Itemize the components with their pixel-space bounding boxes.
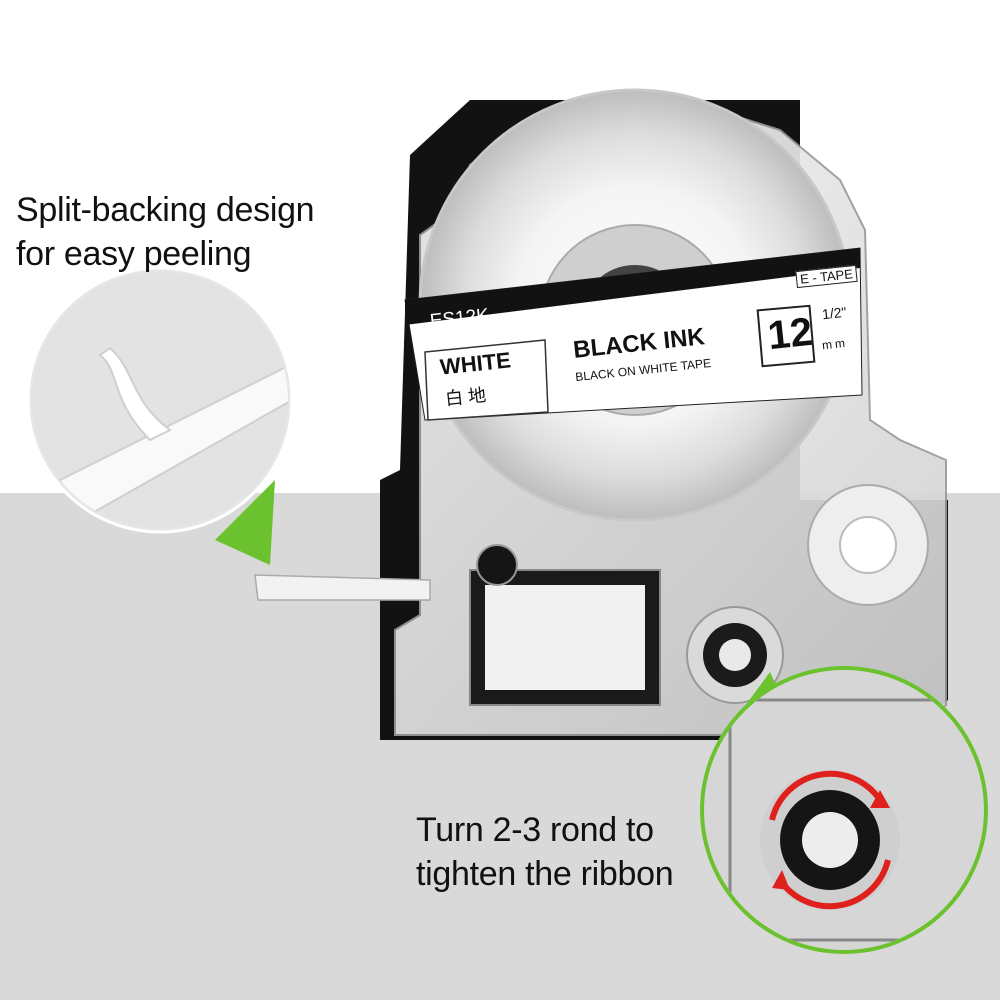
label-width-mm: 12 [765,309,815,359]
label-tape-color-cjk: 白 地 [444,384,488,410]
label-unit: mm [821,335,849,353]
ribbon-caption: Turn 2-3 rond to tighten the ribbon [416,808,674,896]
tape-strip [254,574,431,601]
peel-caption-line1: Split-backing design [16,191,315,229]
peel-caption-line2: for easy peeling [16,235,252,273]
peel-callout-pointer [215,480,275,565]
ribbon-caption-line2: tighten the ribbon [416,855,674,893]
peel-caption: Split-backing design for easy peeling [16,188,315,276]
label-width-inch: 1/2" [821,303,848,323]
rotate-arrows-icon [769,770,891,910]
ribbon-caption-line1: Turn 2-3 rond to [416,811,654,849]
cartridge-label [404,247,863,421]
magnifier-spool-icon [700,666,988,954]
magnifier-peel-icon [26,266,294,534]
